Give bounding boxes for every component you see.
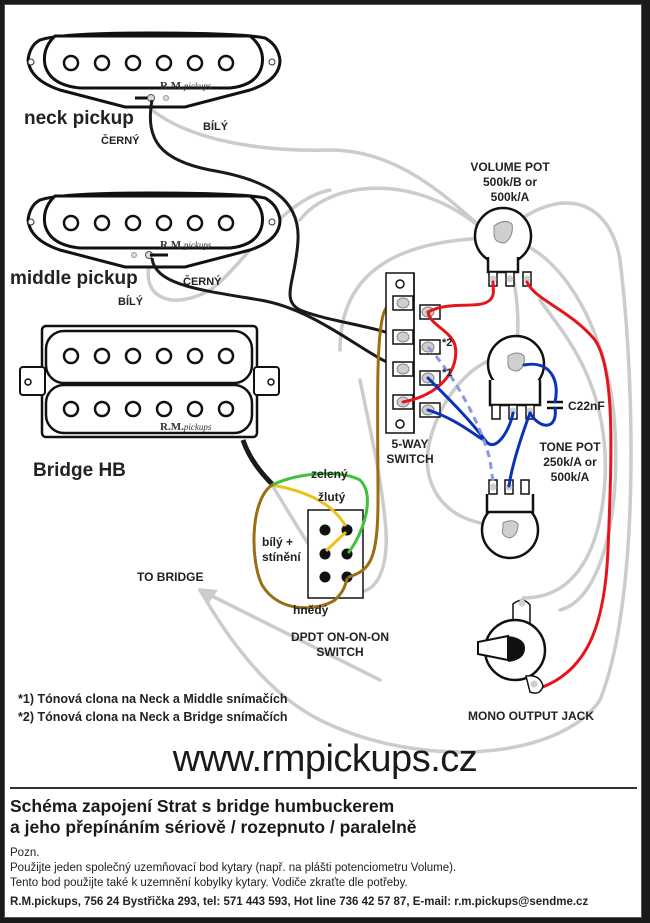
five-way-label-2: SWITCH bbox=[386, 452, 434, 466]
footer-divider bbox=[10, 787, 637, 789]
white-shield-wire-label: bílý + stínění bbox=[262, 535, 301, 565]
five-way-label-1: 5-WAY bbox=[391, 437, 429, 451]
tone-pot-title: TONE POT bbox=[539, 440, 601, 454]
note-2: *2) Tónová clona na Neck a Bridge snímač… bbox=[18, 710, 288, 724]
volume-pot-value-1: 500k/B or bbox=[482, 175, 538, 189]
note-1: *1) Tónová clona na Neck a Middle snímač… bbox=[18, 692, 288, 706]
diagram-frame bbox=[4, 4, 642, 918]
neck-black-wire bbox=[148, 99, 401, 339]
tone-pot-2 bbox=[480, 479, 540, 560]
switch-mark-2: *2 bbox=[442, 337, 453, 349]
to-bridge-line bbox=[198, 588, 382, 682]
white-shield-label-1: bílý + bbox=[262, 535, 294, 549]
neck-black-wire-label: ČERNÝ bbox=[101, 135, 140, 147]
green-wire bbox=[270, 472, 369, 554]
tone-3-wire bbox=[426, 408, 487, 442]
footer-note: Pozn. Použijte jeden společný uzemňovací… bbox=[10, 846, 456, 891]
middle-black-wire bbox=[150, 257, 401, 369]
dpdt-switch bbox=[307, 509, 364, 599]
tone-2-dashed-wire bbox=[426, 345, 495, 487]
white-shield-label-2: stínění bbox=[262, 550, 301, 564]
neck-white-wire bbox=[150, 108, 492, 237]
five-way-switch bbox=[385, 272, 441, 434]
yellow-wire-label: žlutý bbox=[318, 490, 346, 504]
neck-pickup bbox=[26, 31, 282, 109]
jack-ground bbox=[521, 298, 608, 600]
volume-ground-2 bbox=[338, 236, 494, 352]
green-wire-label: zelený bbox=[311, 467, 348, 481]
middle-white-wire-label: BÍLÝ bbox=[118, 296, 144, 308]
switch-notes: *1) Tónová clona na Neck a Middle snímač… bbox=[18, 690, 288, 726]
volume-to-jack bbox=[525, 280, 613, 690]
volume-pot bbox=[473, 206, 533, 287]
cap-wire bbox=[522, 362, 558, 427]
bridge-humbucker bbox=[19, 324, 280, 439]
middle-pickup-label: middle pickup bbox=[10, 268, 138, 289]
middle-pole-pieces bbox=[62, 214, 235, 232]
switch-jumper bbox=[401, 310, 458, 404]
neck-pickup-label: neck pickup bbox=[24, 108, 134, 129]
footer-title-line-1: Schéma zapojení Strat s bridge humbucker… bbox=[10, 796, 395, 816]
bridge-cable bbox=[240, 439, 274, 486]
bridge-hb-label: Bridge HB bbox=[33, 460, 126, 481]
output-jack-label: MONO OUTPUT JACK bbox=[468, 709, 594, 723]
dpdt-label-1: DPDT ON-ON-ON bbox=[291, 630, 389, 644]
to-bridge-label: TO BRIDGE bbox=[137, 570, 204, 584]
footer-contact: R.M.pickups, 756 24 Bystřička 293, tel: … bbox=[10, 896, 589, 908]
pickup-black-leads bbox=[148, 99, 401, 369]
yellow-wire bbox=[270, 483, 347, 552]
volume-pot-title: VOLUME POT bbox=[470, 160, 550, 174]
middle-black-wire-label: ČERNÝ bbox=[183, 276, 222, 288]
middle-pickup bbox=[26, 191, 282, 269]
volume-pot-label: VOLUME POT 500k/B or 500k/A bbox=[455, 160, 565, 205]
to-bridge-arrowhead bbox=[198, 588, 218, 604]
brown-wire-1 bbox=[252, 483, 349, 610]
hot-wires bbox=[401, 280, 613, 690]
neck-white-wire-label: BÍLÝ bbox=[203, 121, 229, 133]
brown-wire-label: hnědý bbox=[293, 603, 329, 617]
capacitor-label: C22nF bbox=[568, 399, 605, 413]
output-jack bbox=[477, 599, 547, 694]
switch-mark-1: *1 bbox=[442, 367, 453, 379]
neck-brand-stamp: R.M.pickups bbox=[160, 80, 212, 92]
tone-pot bbox=[486, 334, 546, 420]
volume-to-tone-ground bbox=[508, 238, 618, 612]
dpdt-switch-label: DPDT ON-ON-ON SWITCH bbox=[270, 630, 410, 660]
tone-pot-label: TONE POT 250k/A or 500k/A bbox=[520, 440, 620, 485]
middle-brand-stamp: R.M.pickups bbox=[160, 239, 212, 251]
footer-note-heading: Pozn. bbox=[10, 847, 40, 859]
footer-note-line-2: Tento bod použijte také k uzemnění kobyl… bbox=[10, 877, 408, 889]
switch-to-volume bbox=[426, 280, 495, 314]
website-url[interactable]: www.rmpickups.cz bbox=[172, 738, 478, 780]
tone-pot-to-tone-pot bbox=[507, 411, 532, 488]
bridge-pole-pieces bbox=[62, 347, 235, 418]
volume-ground-1 bbox=[298, 186, 492, 238]
bridge-brand-stamp: R.M.pickups bbox=[160, 421, 212, 433]
footer-title-line-2: a jeho přepínáním sériově / rozepnuto / … bbox=[10, 817, 417, 837]
tone-pot-value-1: 250k/A or bbox=[543, 455, 597, 469]
tone-pot-value-2: 500k/A bbox=[550, 470, 590, 484]
volume-pot-value-2: 500k/A bbox=[490, 190, 530, 204]
five-way-switch-label: 5-WAY SWITCH bbox=[375, 437, 445, 467]
neck-pole-pieces bbox=[62, 54, 235, 72]
footer-title: Schéma zapojení Strat s bridge humbucker… bbox=[10, 796, 417, 838]
volume-to-right-ground bbox=[198, 201, 633, 754]
footer-note-line-1: Použijte jeden společný uzemňovací bod k… bbox=[10, 862, 457, 874]
dpdt-label-2: SWITCH bbox=[316, 645, 364, 659]
